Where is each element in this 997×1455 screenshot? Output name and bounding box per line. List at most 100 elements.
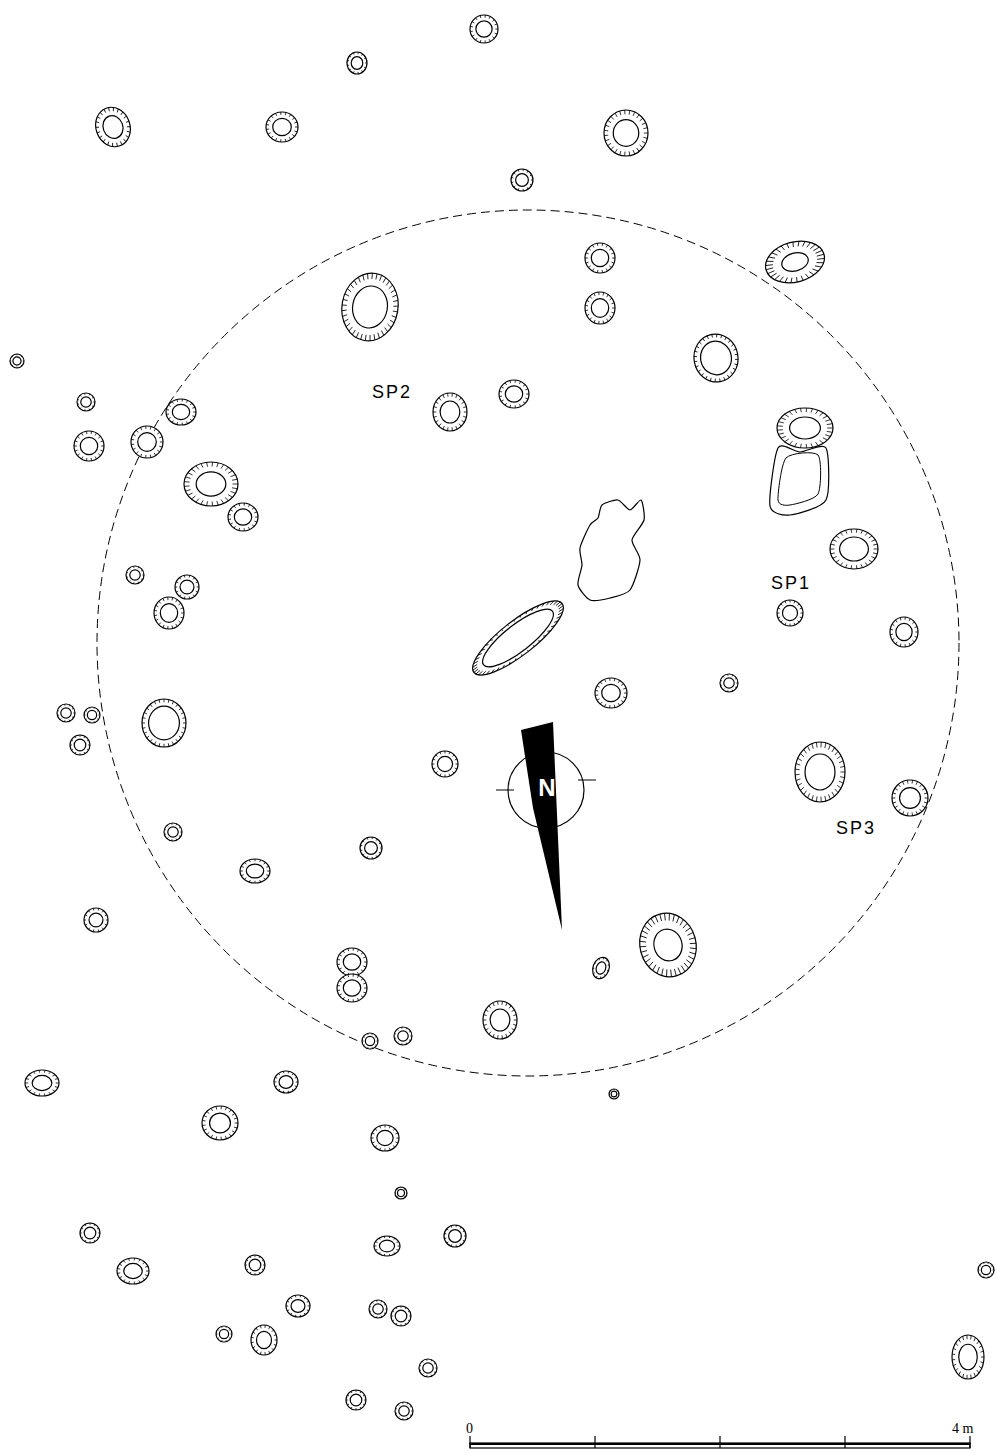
hachure bbox=[609, 1094, 611, 1095]
hachure bbox=[833, 557, 837, 559]
hachure bbox=[129, 568, 130, 569]
hachure bbox=[433, 759, 435, 761]
hachure bbox=[687, 932, 693, 935]
hachure bbox=[358, 277, 362, 282]
hachure bbox=[527, 650, 528, 651]
posthole bbox=[463, 590, 572, 686]
scale-tick bbox=[469, 1436, 470, 1448]
posthole bbox=[184, 462, 238, 506]
hachure bbox=[618, 703, 620, 705]
hachure bbox=[126, 577, 128, 578]
hachure bbox=[351, 1407, 353, 1409]
posthole-edge bbox=[360, 837, 382, 859]
hachure bbox=[364, 1044, 365, 1046]
hachure bbox=[215, 1106, 217, 1109]
hachure bbox=[64, 720, 65, 722]
posthole-base bbox=[591, 299, 608, 318]
hachure bbox=[896, 620, 898, 622]
hachure bbox=[710, 378, 712, 381]
hachure bbox=[86, 431, 87, 434]
hachure bbox=[614, 1098, 615, 1100]
posthole-base bbox=[343, 954, 360, 970]
hachure bbox=[585, 310, 588, 311]
posthole bbox=[346, 1390, 366, 1410]
hachure bbox=[376, 1041, 378, 1042]
posthole-base bbox=[611, 1091, 617, 1097]
hachure bbox=[292, 1089, 293, 1091]
hachure bbox=[898, 784, 900, 787]
hachure bbox=[728, 340, 731, 342]
posthole-edge bbox=[77, 393, 95, 411]
hachure bbox=[193, 595, 194, 597]
hachure bbox=[992, 1270, 994, 1271]
hachure bbox=[460, 1227, 461, 1229]
hachure bbox=[136, 430, 138, 432]
hachure bbox=[598, 321, 599, 324]
hachure bbox=[343, 971, 345, 973]
hachure bbox=[93, 402, 95, 403]
hachure bbox=[264, 878, 266, 880]
hachure bbox=[266, 874, 269, 876]
posthole-edge bbox=[890, 617, 918, 647]
structure-outline bbox=[97, 210, 959, 1076]
hachure bbox=[172, 701, 173, 704]
hachure bbox=[452, 771, 454, 773]
hachure bbox=[723, 689, 724, 690]
hachure bbox=[262, 1269, 264, 1271]
hachure bbox=[856, 529, 858, 533]
posthole-edge bbox=[633, 907, 704, 983]
hachure bbox=[825, 796, 826, 801]
hachure bbox=[394, 1038, 396, 1039]
hachure bbox=[586, 262, 589, 264]
hachure bbox=[133, 448, 136, 449]
hachure bbox=[470, 31, 473, 32]
hachure bbox=[80, 753, 81, 755]
hachure bbox=[694, 361, 697, 363]
hachure bbox=[777, 613, 779, 614]
hachure bbox=[167, 626, 168, 629]
hachure bbox=[970, 1374, 972, 1378]
hachure bbox=[433, 412, 436, 413]
hachure bbox=[157, 450, 159, 452]
hachure bbox=[541, 603, 545, 606]
hachure bbox=[259, 1256, 261, 1258]
hachure bbox=[602, 292, 604, 295]
hachure bbox=[890, 634, 893, 636]
hachure bbox=[436, 420, 439, 422]
hachure bbox=[353, 999, 354, 1002]
hachure bbox=[837, 756, 841, 759]
hachure bbox=[686, 959, 691, 965]
hachure bbox=[111, 143, 113, 147]
hachure bbox=[349, 326, 353, 331]
hachure bbox=[363, 854, 365, 855]
hachure bbox=[518, 188, 520, 190]
hachure bbox=[150, 426, 152, 429]
hachure bbox=[84, 409, 85, 411]
hachure bbox=[785, 601, 787, 603]
hachure bbox=[703, 338, 705, 341]
hachure bbox=[166, 413, 169, 414]
posthole-edge bbox=[394, 1027, 412, 1045]
posthole-edge bbox=[395, 1402, 413, 1420]
hachure bbox=[379, 852, 381, 854]
posthole-base bbox=[365, 1036, 374, 1045]
hachure bbox=[777, 429, 783, 430]
hachure bbox=[778, 608, 780, 610]
hachure bbox=[216, 1334, 218, 1335]
hachure bbox=[472, 35, 474, 36]
hachure bbox=[660, 914, 662, 921]
hachure bbox=[832, 748, 835, 752]
hachure bbox=[624, 152, 625, 156]
posthole-base bbox=[172, 404, 189, 419]
hachure bbox=[164, 744, 165, 747]
posthole-base bbox=[130, 570, 140, 580]
hachure bbox=[264, 1352, 265, 1355]
hachure bbox=[75, 752, 77, 754]
posthole-edge bbox=[463, 590, 572, 686]
posthole bbox=[80, 1223, 100, 1243]
posthole bbox=[633, 907, 704, 983]
hachure bbox=[232, 1113, 235, 1115]
hachure bbox=[509, 1006, 511, 1009]
hachure bbox=[70, 745, 72, 746]
hachure bbox=[389, 1126, 390, 1128]
